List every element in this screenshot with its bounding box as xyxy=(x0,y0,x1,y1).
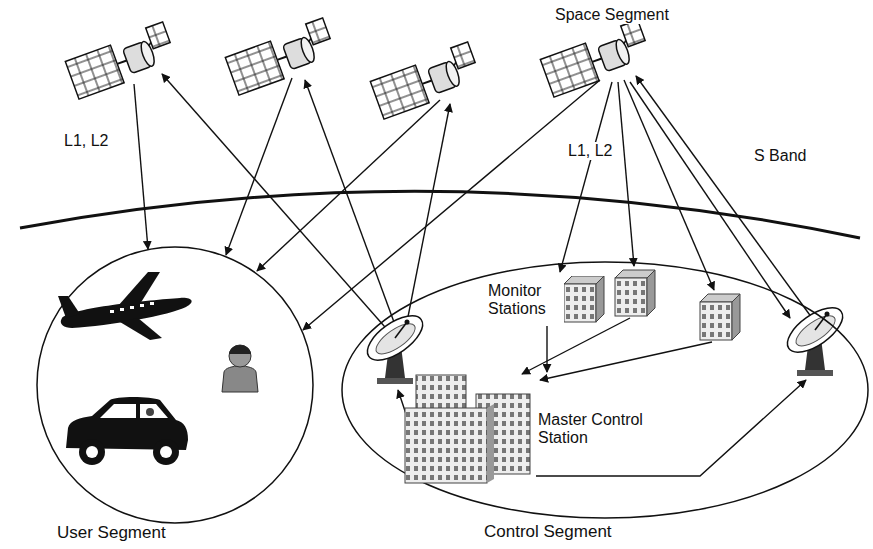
node-text: Master Control Station xyxy=(538,411,656,448)
segment-label: Space Segment xyxy=(553,6,671,24)
node-text: Monitor Stations xyxy=(488,282,560,319)
data-link-arrow xyxy=(546,326,547,372)
node-text: User Segment xyxy=(57,523,166,543)
node-text: Control Segment xyxy=(484,522,612,542)
monitor-station: Monitor Stations xyxy=(486,274,608,326)
user-segment-circle: User Segment xyxy=(25,245,325,545)
signal-label: L1, L2 xyxy=(62,132,110,150)
signal-label: L1, L2 xyxy=(566,142,614,160)
master-control-station: Master Control Station xyxy=(402,372,658,486)
building-icon xyxy=(404,374,534,484)
segment-circle xyxy=(25,245,325,545)
control-segment-ellipse: Control Segment Monitor StationsMaster Co… xyxy=(338,258,871,544)
signal-label: S Band xyxy=(752,147,808,165)
building-icon xyxy=(564,276,606,324)
